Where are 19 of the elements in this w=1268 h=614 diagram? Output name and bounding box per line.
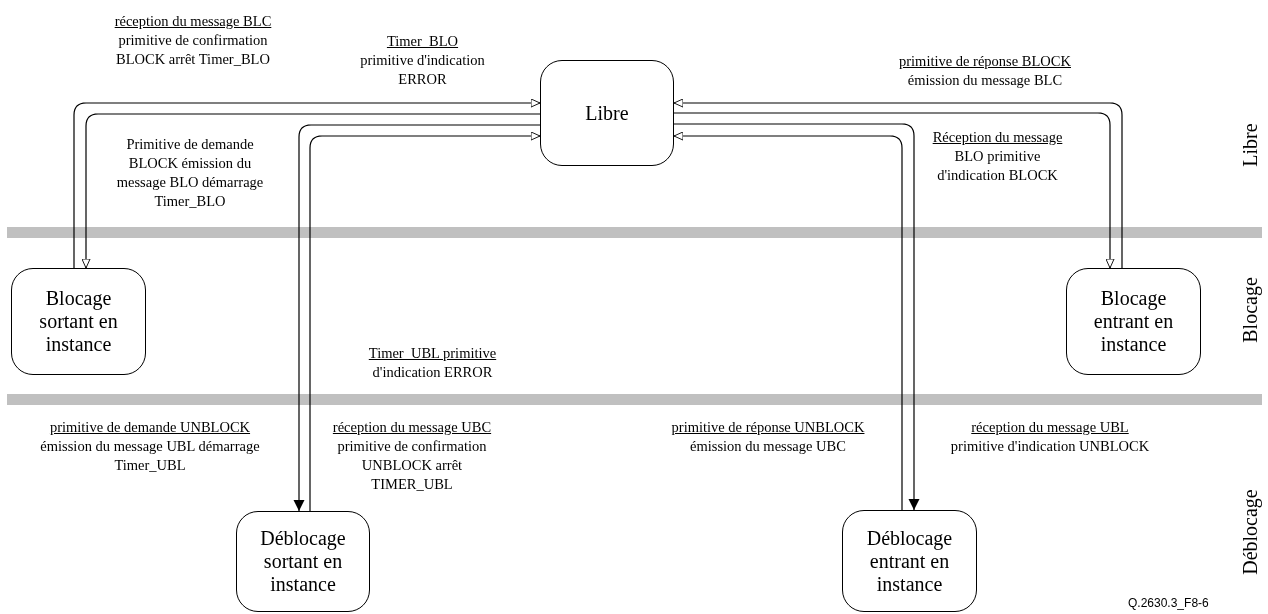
edge-label: primitive de réponse BLOCK émission du message BLC bbox=[898, 52, 1072, 90]
figure-number: Q.2630.3_F8-6 bbox=[1128, 596, 1209, 610]
edge-label: primitive de demande UNBLOCK émission du message UBL démarrage Timer_UBL bbox=[40, 418, 260, 475]
edge-label: primitive de réponse UNBLOCK émission du message UBC bbox=[670, 418, 866, 456]
state-box: Blocage sortant en instance bbox=[11, 268, 146, 375]
transition-label: Timer_BLO primitive d'indication ERROR bbox=[360, 32, 485, 89]
lane-label: Libre bbox=[1238, 123, 1262, 167]
state-box: Blocage entrant en instance bbox=[1066, 268, 1201, 375]
edge-label: réception du message UBL primitive d'indication UNBLOCK bbox=[949, 418, 1151, 456]
lane-label: Déblocage bbox=[1238, 489, 1262, 575]
state-box: Déblocage entrant en instance bbox=[842, 510, 977, 612]
state-box: Déblocage sortant en instance bbox=[236, 511, 370, 612]
state-box: Libre bbox=[540, 60, 674, 166]
transition-label: Timer_UBL primitive d'indication ERROR bbox=[367, 344, 498, 382]
edge-label: Primitive de demande BLOCK émission du message BLO démarrage Timer_BLO bbox=[115, 135, 265, 211]
edge-label: Réception du message BLO primitive d'indication BLOCK bbox=[931, 128, 1064, 185]
lane-label: Blocage bbox=[1238, 277, 1262, 343]
edge-label: réception du message UBC primitive de confirmation UNBLOCK arrêt TIMER_UBL bbox=[331, 418, 493, 494]
edge-label: réception du message BLC primitive de confirmation BLOCK arrêt Timer_BLO bbox=[113, 12, 273, 69]
